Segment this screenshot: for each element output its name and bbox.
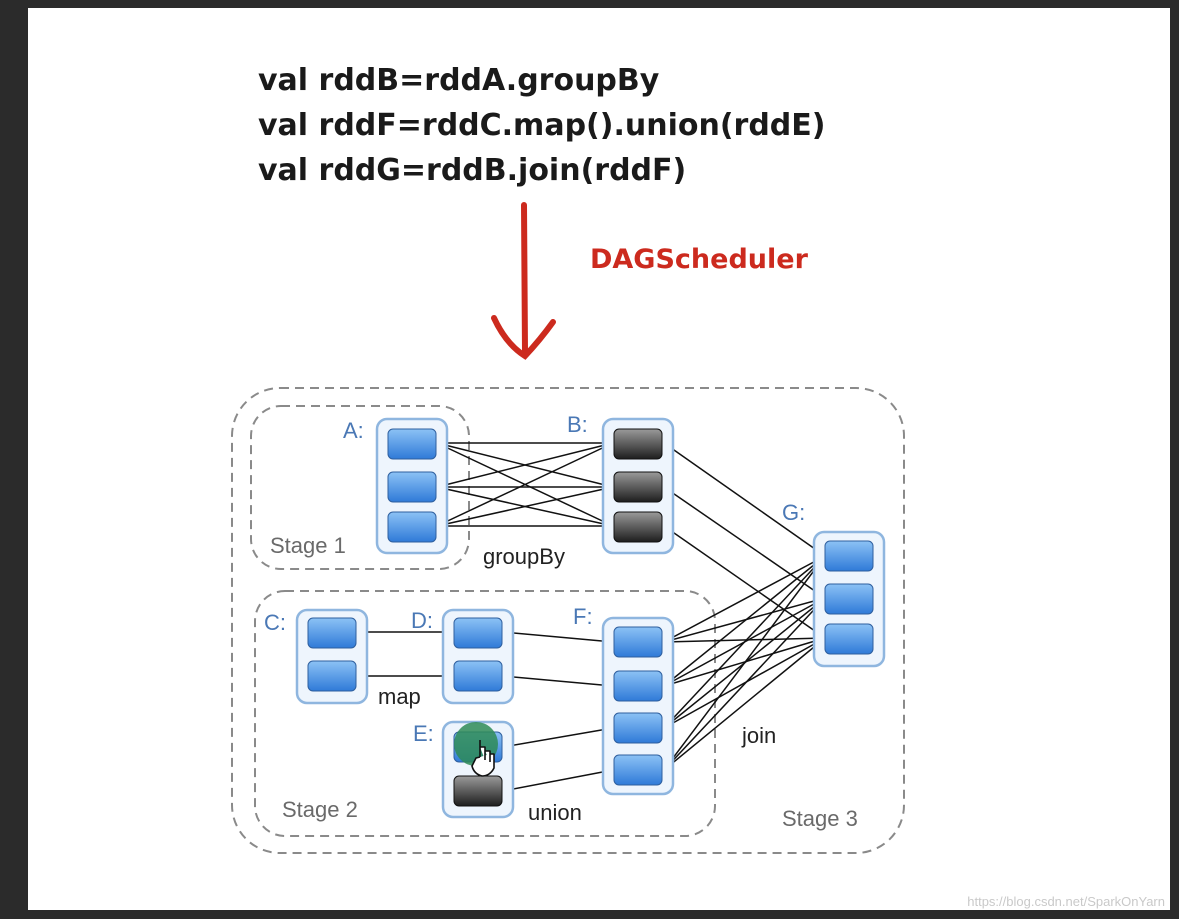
partition-b3 <box>613 511 663 543</box>
dagscheduler-arrow <box>491 202 556 360</box>
rdd-b-label: B: <box>567 412 588 437</box>
partition-b2 <box>613 471 663 503</box>
partition-d1 <box>453 617 503 649</box>
rdd-e-label: E: <box>413 721 434 746</box>
code-line-3: val rddG=rddB.join(rddF) <box>258 153 687 188</box>
partition-f3 <box>613 712 663 744</box>
partition-c2 <box>307 660 357 692</box>
partition-g1 <box>824 540 874 572</box>
dependency-edges <box>357 437 827 792</box>
rdd-c-label: C: <box>264 610 286 635</box>
union-label: union <box>528 800 582 825</box>
code-block: val rddB=rddA.groupBy val rddF=rddC.map(… <box>258 58 825 193</box>
partition-c1 <box>307 617 357 649</box>
rdd-g-label: G: <box>782 500 805 525</box>
rdd-a-label: A: <box>343 418 364 443</box>
stage-2-label: Stage 2 <box>282 797 358 822</box>
stage-1-label: Stage 1 <box>270 533 346 558</box>
rdd-f-box <box>601 616 675 796</box>
map-label: map <box>378 684 421 709</box>
watermark: https://blog.csdn.net/SparkOnYarn <box>967 894 1165 909</box>
code-line-2: val rddF=rddC.map().union(rddE) <box>258 108 826 143</box>
partition-g2 <box>824 583 874 615</box>
partition-f4 <box>613 754 663 786</box>
partition-a3 <box>387 511 437 543</box>
stage-2-box <box>254 590 716 837</box>
partition-b1 <box>613 428 663 460</box>
partition-a2 <box>387 471 437 503</box>
partition-e2 <box>453 775 503 807</box>
stage-3-box <box>231 387 905 854</box>
groupby-label: groupBy <box>483 544 565 569</box>
stage-3-label: Stage 3 <box>782 806 858 831</box>
hand-cursor-icon <box>454 722 498 777</box>
rdd-f-label: F: <box>573 604 593 629</box>
slide <box>28 8 1170 910</box>
partition-g3 <box>824 623 874 655</box>
partition-f1 <box>613 626 663 658</box>
dagscheduler-label: DAGScheduler <box>590 244 808 275</box>
code-line-1: val rddB=rddA.groupBy <box>258 63 660 98</box>
join-label: join <box>741 723 776 748</box>
partition-a1 <box>387 428 437 460</box>
partition-f2 <box>613 670 663 702</box>
partition-d2 <box>453 660 503 692</box>
rdd-d-label: D: <box>411 608 433 633</box>
